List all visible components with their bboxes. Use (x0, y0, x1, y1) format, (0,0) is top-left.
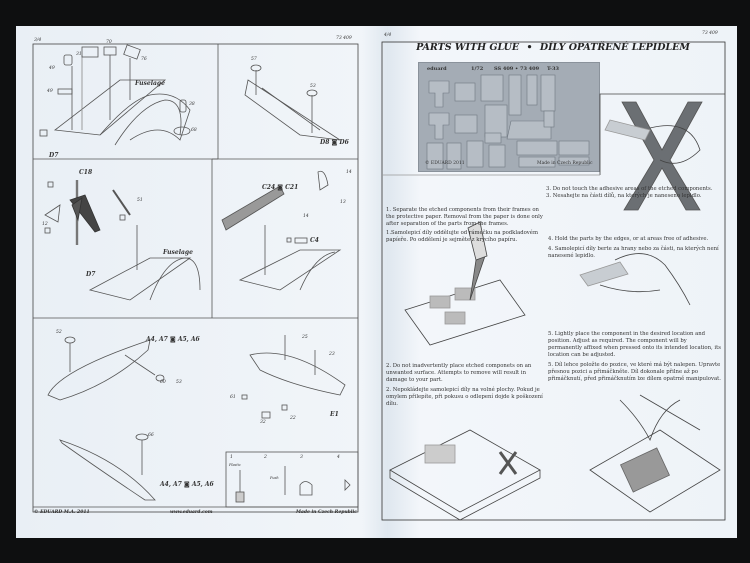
step-4-english: 4. Hold the parts by the edges, or at ar… (548, 236, 709, 242)
label-d8-d6: D8 ◙ D6 (320, 139, 349, 146)
wrong-surface-x-icon (498, 451, 518, 475)
step-2: 2 (264, 455, 267, 460)
footer-website: www.eduard.com (170, 510, 213, 515)
fret-made-in: Made in Czech Republic (537, 161, 593, 166)
title-english: PARTS WITH GLUE (416, 42, 520, 53)
page-number: 4/4 (384, 33, 392, 38)
step-3: 3 (300, 455, 303, 460)
fret-parts (426, 74, 590, 170)
label-13: 13 (340, 200, 346, 205)
label-53b: 53 (176, 380, 182, 385)
step-5-english: 5. Lightly place the component in the de… (548, 331, 721, 358)
label-68: 68 (191, 128, 197, 133)
title-czech: DÍLY OPATŘENÉ LEPIDLEM (539, 42, 690, 53)
label-push: Push (270, 476, 279, 480)
fret-copyright: © EDUARD 2011 (425, 161, 465, 166)
kit-number: 73 409 (336, 36, 352, 41)
label-plastic: Plastic (229, 463, 241, 467)
label-49a: 49 (49, 66, 55, 71)
step-1: 1. Separate the etched components from t… (386, 207, 546, 244)
label-22: 22 (290, 416, 296, 421)
label-fuselage-2: Fuselage (163, 249, 193, 256)
label-31: 31 (76, 52, 82, 57)
step-3-czech: 3. Nesahejte na části dílů, na kterých j… (546, 193, 702, 199)
label-14a: 14 (346, 170, 352, 175)
step-1-czech: 1.Samolepicí díly oddělujte od rámečku n… (386, 230, 538, 243)
label-61: 61 (230, 395, 236, 400)
label-51: 51 (137, 198, 143, 203)
step-3: 3. Do not touch the adhesive areas of th… (546, 186, 722, 200)
step-1: 1 (230, 455, 233, 460)
title-bullet: • (526, 42, 533, 53)
step-5-czech: 5. Díl lehce položte do pozice, ve které… (548, 362, 721, 382)
label-23: 23 (329, 352, 335, 357)
page-number: 3/4 (34, 38, 42, 43)
label-fuselage: Fuselage (135, 80, 165, 87)
label-c24-c21: C24 ◙ C21 (262, 184, 299, 191)
step-4: 4. Hold the parts by the edges, or at ar… (548, 236, 722, 260)
instruction-sheet (16, 26, 737, 538)
label-a4-bottom: A4, A7 ◙ A5, A6 (160, 481, 214, 488)
fret-code: SS 409 • 73 409 (494, 66, 540, 72)
label-25: 25 (302, 335, 308, 340)
label-a4-top: A4, A7 ◙ A5, A6 (146, 336, 200, 343)
footer-copyright: © EDUARD M.A. 2011 (34, 510, 90, 515)
step-2: 2. Do not inadvertently place etched com… (386, 363, 546, 408)
fret-scale: 1/72 (471, 66, 484, 72)
step-4: 4 (337, 455, 340, 460)
label-e1: E1 (330, 411, 339, 418)
footer-made-in: Made in Czech Republic (296, 510, 357, 515)
fret-model: T-33 (547, 66, 559, 72)
label-70: 70 (106, 40, 112, 45)
step-2-english: 2. Do not inadvertently place etched com… (386, 363, 532, 383)
step-3-english: 3. Do not touch the adhesive areas of th… (546, 186, 713, 192)
fret-brand: eduard (427, 66, 447, 72)
label-52: 52 (56, 330, 62, 335)
label-57: 57 (251, 57, 257, 62)
label-76: 76 (141, 57, 147, 62)
step-5: 5. Lightly place the component in the de… (548, 331, 722, 383)
photo-etch-fret: eduard 1/72 SS 409 • 73 409 T-33 © EDUAR… (418, 62, 600, 172)
label-14b: 14 (303, 214, 309, 219)
label-c4: C4 (310, 237, 319, 244)
label-49b: 49 (47, 89, 53, 94)
label-53: 53 (310, 84, 316, 89)
label-60: 60 (160, 380, 166, 385)
page-title: PARTS WITH GLUE • DÍLY OPATŘENÉ LEPIDLEM (398, 42, 708, 54)
label-c18: C18 (79, 169, 93, 176)
label-d7: D7 (49, 152, 59, 159)
label-38: 38 (189, 102, 195, 107)
kit-number: 73 409 (702, 31, 718, 36)
step-1-english: 1. Separate the etched components from t… (386, 207, 543, 227)
label-66: 66 (148, 433, 154, 438)
label-d7-2: D7 (86, 271, 96, 278)
step-4-czech: 4. Samolepicí díly berte za hrany nebo z… (548, 246, 719, 259)
step-2-czech: 2. Nepokládejte samolepicí díly na volné… (386, 387, 543, 407)
label-12: 12 (42, 222, 48, 227)
label-32: 32 (260, 420, 266, 425)
